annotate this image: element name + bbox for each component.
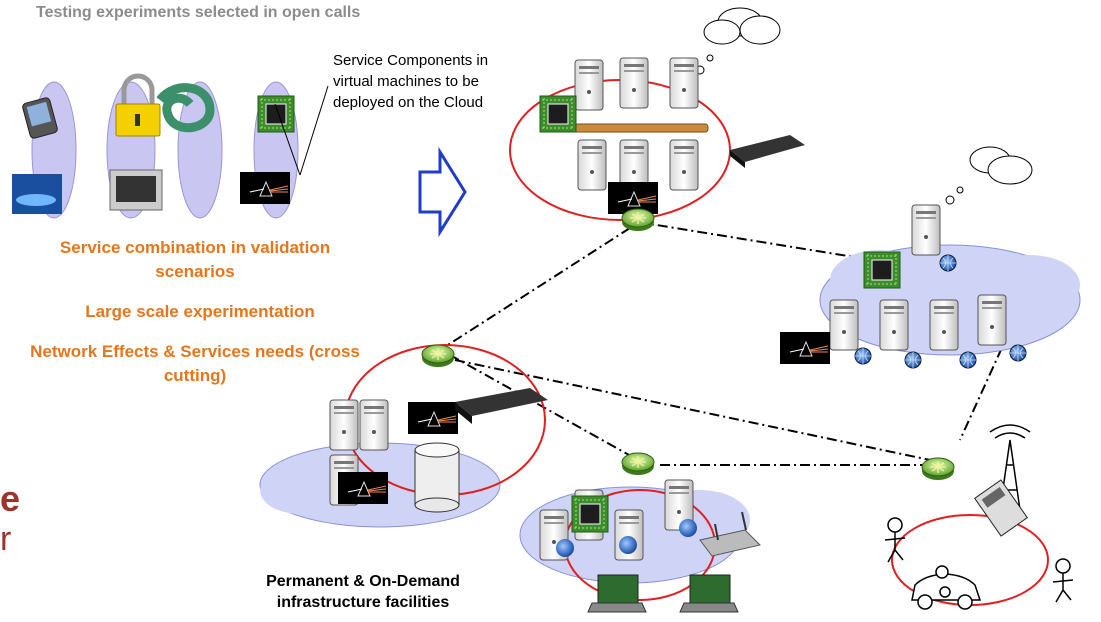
calculator-phone-icon <box>974 479 1028 537</box>
appliance-icon <box>730 135 805 168</box>
person-icon <box>884 517 1074 603</box>
network-effects-label: Network Effects & Services needs (cross … <box>30 342 360 385</box>
cloud-icon <box>945 146 1033 205</box>
service-components-note: Service Components in virtual machines t… <box>333 52 489 111</box>
database-icon <box>414 442 460 513</box>
chip-icon <box>257 95 295 133</box>
arrow-icon <box>418 146 467 238</box>
screen-image <box>109 169 163 211</box>
laptop-icon <box>587 574 739 613</box>
car-icon <box>911 565 982 610</box>
appliance-icon <box>455 388 548 424</box>
prism-icon <box>779 331 831 365</box>
router-icon <box>421 344 455 368</box>
pointer-line-2 <box>299 85 329 176</box>
pointer-line <box>274 103 301 176</box>
prism-icon <box>407 401 459 435</box>
router-icon <box>621 208 655 232</box>
chip-icon <box>571 495 609 533</box>
pda-icon <box>22 97 58 139</box>
touchscreen-image <box>12 174 62 214</box>
page-title: Testing experiments selected in open cal… <box>36 4 361 21</box>
lock-icon <box>115 73 161 137</box>
prism-icon <box>239 171 291 205</box>
mobius-icon <box>156 83 215 133</box>
cut-off-text-2: r <box>0 520 12 558</box>
chip-icon <box>539 95 577 133</box>
large-scale-label: Large scale experimentation <box>85 302 315 321</box>
cut-off-text-1: e <box>0 478 21 519</box>
database-icon <box>556 519 697 557</box>
wifi-router-icon <box>699 511 761 557</box>
service-bus <box>557 123 709 133</box>
chip-icon <box>863 251 901 289</box>
cloud-icon <box>695 7 781 75</box>
router-icon <box>921 457 955 481</box>
prism-icon <box>337 471 389 505</box>
router-icon <box>621 452 655 476</box>
infrastructure-label: Permanent & On-Demand infrastructure fac… <box>266 573 460 611</box>
service-combination-label: Service combination in validation scenar… <box>59 238 331 281</box>
